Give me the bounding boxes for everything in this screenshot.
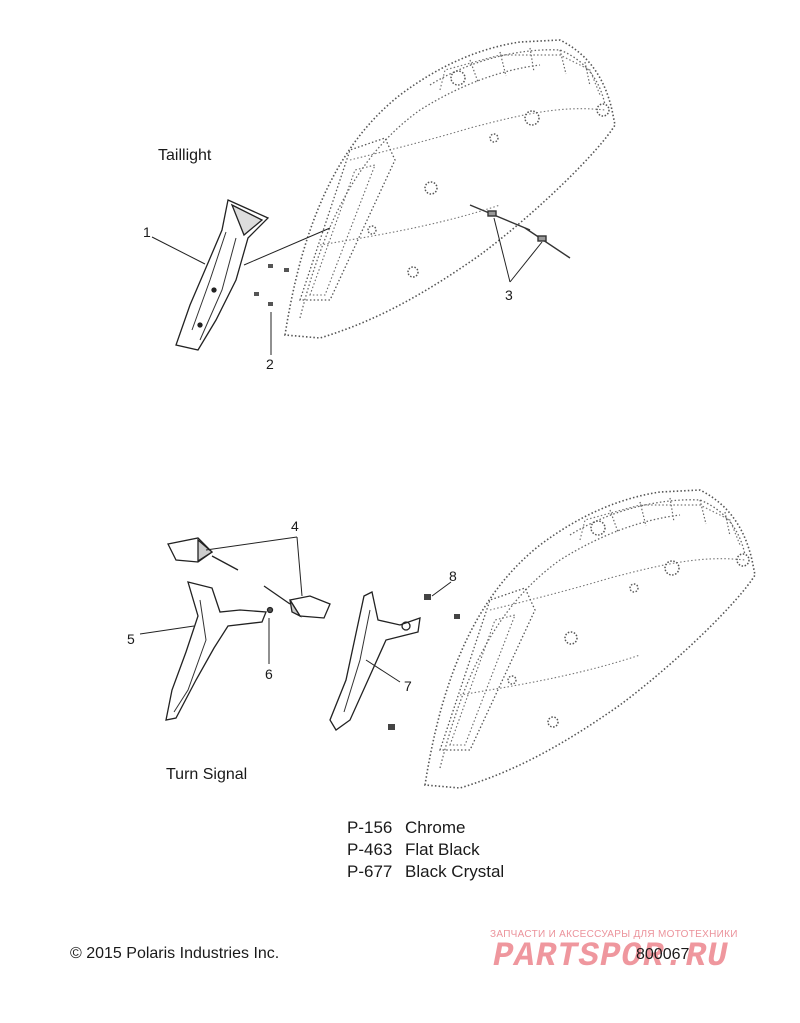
turn-signal-section-label: Turn Signal: [166, 766, 248, 783]
watermark-tagline: ЗАПЧАСТИ И АКСЕССУАРЫ ДЛЯ МОТОТЕХНИКИ: [490, 929, 738, 940]
screw-part: [254, 264, 289, 306]
paint-code-row: P-463 Flat Black: [347, 840, 480, 860]
rear-fender-lower: [424, 489, 756, 789]
callout-7: 7: [404, 678, 412, 694]
turn-signal-lamp-part: [167, 537, 331, 619]
callout-1: 1: [143, 224, 151, 240]
taillight-section-label: Taillight: [158, 147, 212, 164]
callout-2: 2: [266, 356, 274, 372]
diagram-part-number: 800067: [636, 946, 690, 963]
paint-code: P-677: [347, 862, 393, 881]
paint-code-row: P-156 Chrome: [347, 818, 465, 838]
paint-finish: Flat Black: [405, 840, 480, 859]
callout-leaders-bottom: [139, 536, 452, 683]
taillight-leader-line: [243, 227, 331, 266]
callout-4: 4: [291, 518, 299, 534]
callout-5: 5: [127, 631, 135, 647]
mounting-plate-part: [329, 591, 421, 731]
nut-part: [388, 594, 460, 730]
taillight-part: [175, 199, 270, 351]
copyright-notice: © 2015 Polaris Industries Inc.: [70, 945, 280, 962]
callout-6: 6: [265, 666, 273, 682]
paint-finish: Chrome: [405, 818, 466, 837]
watermark-logo: PARTSPOR.RU: [493, 938, 729, 976]
rear-fender-upper: [284, 39, 616, 339]
turn-signal-bracket-part: [165, 581, 274, 721]
paint-code-row: P-677 Black Crystal: [347, 862, 504, 882]
paint-code: P-156: [347, 818, 393, 837]
callout-leaders-top: [151, 217, 543, 355]
callout-3: 3: [505, 287, 513, 303]
callout-8: 8: [449, 568, 457, 584]
wire-part: [469, 204, 571, 259]
paint-finish: Black Crystal: [405, 862, 505, 881]
paint-code: P-463: [347, 840, 393, 859]
